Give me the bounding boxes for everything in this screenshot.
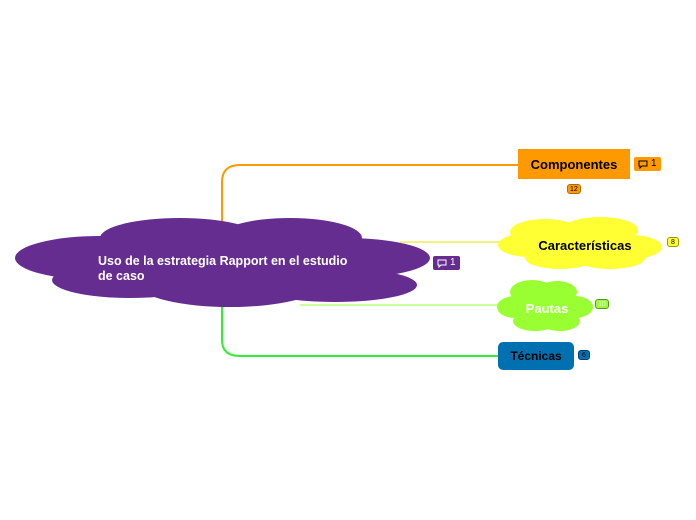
root-note-indicator[interactable]: 1 xyxy=(433,256,460,270)
componentes-label: Componentes xyxy=(530,157,618,172)
tecnicas-label: Técnicas xyxy=(510,349,562,363)
root-label: Uso de la estrategia Rapport en el estud… xyxy=(98,254,348,283)
componentes-count-badge[interactable]: 12 xyxy=(567,184,581,194)
connector-tecnicas xyxy=(221,300,498,357)
comment-icon xyxy=(437,259,447,268)
node-pautas[interactable] xyxy=(497,280,593,331)
comment-icon xyxy=(638,160,648,169)
caracteristicas-label: Características xyxy=(538,238,632,253)
root-note-count: 1 xyxy=(450,257,456,268)
tecnicas-count-badge[interactable]: 6 xyxy=(578,350,590,360)
pautas-count-badge[interactable]: 10 xyxy=(595,299,609,309)
componentes-note-indicator[interactable]: 1 xyxy=(634,157,661,171)
node-caracteristicas[interactable] xyxy=(498,217,662,269)
node-componentes[interactable] xyxy=(518,149,630,179)
root-cloud[interactable] xyxy=(15,218,430,307)
pautas-label: Pautas xyxy=(525,301,569,316)
caracteristicas-count-badge[interactable]: 8 xyxy=(667,237,679,247)
connector-componentes xyxy=(221,164,518,238)
componentes-note-count: 1 xyxy=(651,158,657,169)
node-tecnicas[interactable] xyxy=(498,342,574,370)
